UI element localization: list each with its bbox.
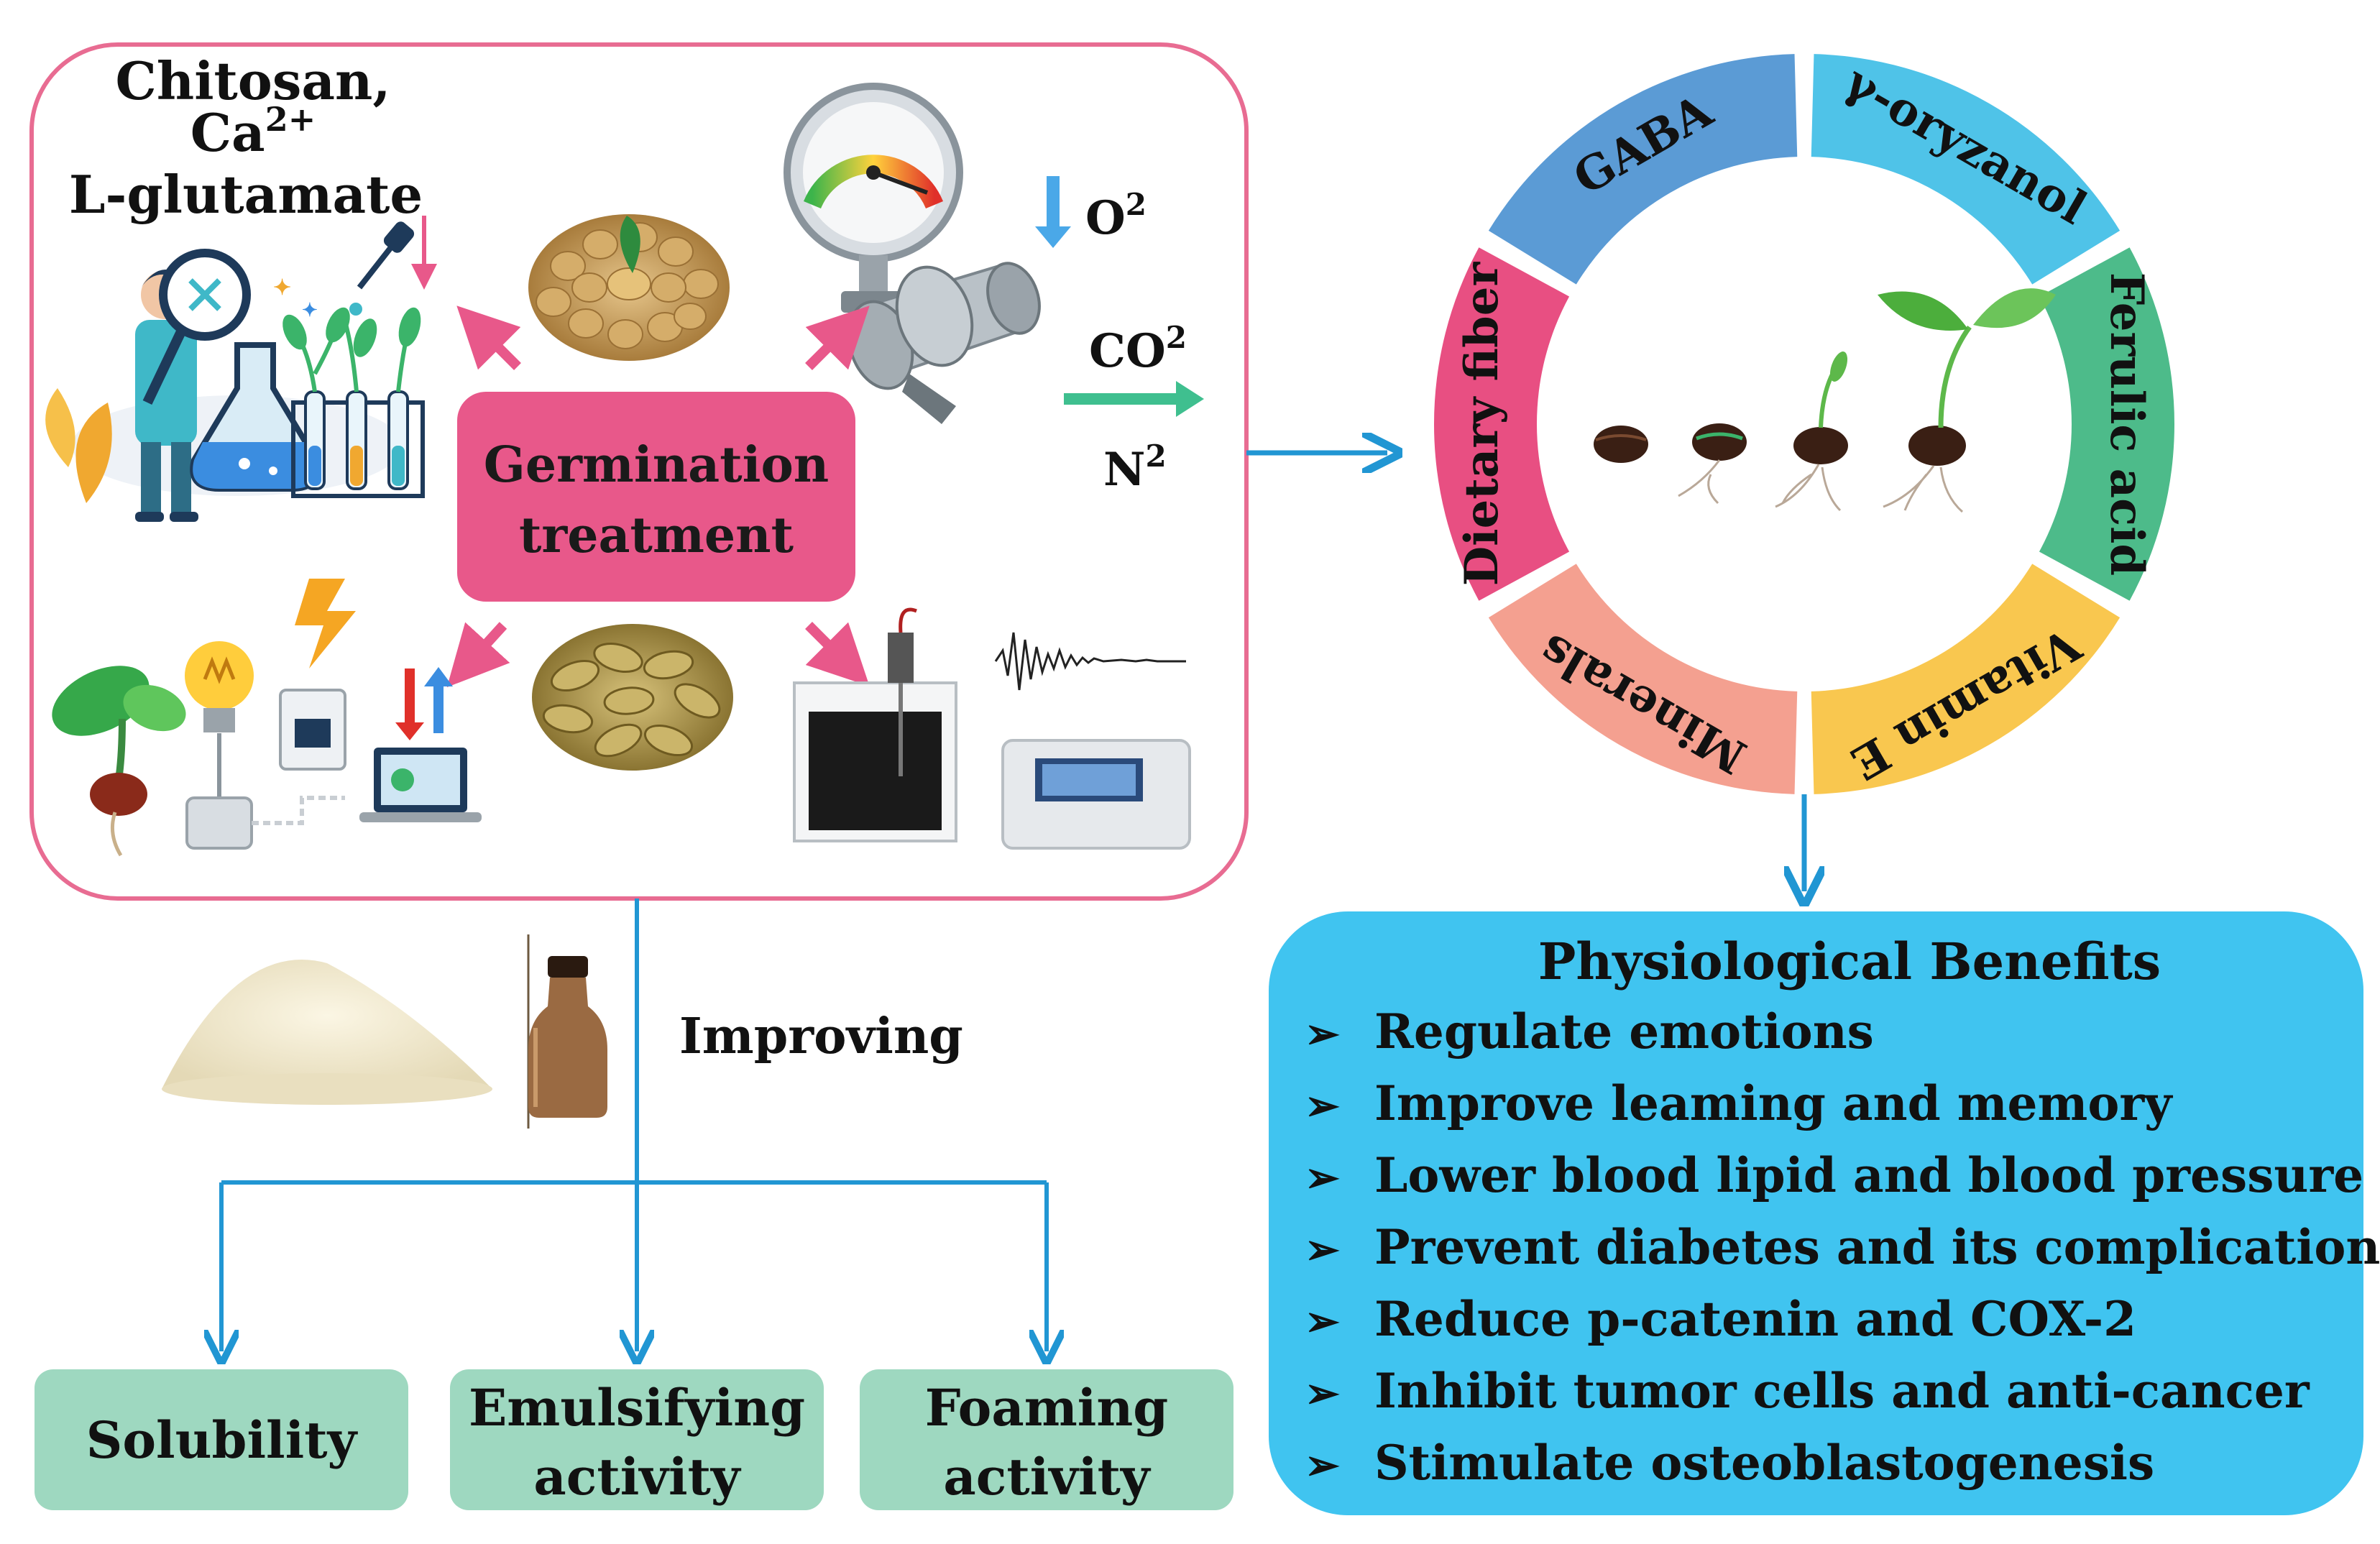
o2-label: O2 xyxy=(1085,187,1147,245)
benefit-item: Stimulate osteoblastogenesis xyxy=(1374,1435,2154,1491)
wheel-segment-2 xyxy=(1811,54,2121,285)
benefit-item: Prevent diabetes and its complications xyxy=(1374,1219,2380,1275)
improving-flow xyxy=(221,899,1047,1351)
wheel-segment-1 xyxy=(1488,54,1798,285)
pressure-gauge-valve-image xyxy=(784,83,1041,424)
wheel-label-6: Dietary fiber xyxy=(1455,261,1509,586)
o2-down-arrow-head xyxy=(1035,226,1071,248)
germinating-soybeans-image xyxy=(528,214,730,361)
germination-treatment-line2: treatment xyxy=(519,507,794,564)
germination-treatment-line1: Germination xyxy=(484,436,829,494)
property-label: activity xyxy=(943,1447,1152,1507)
property-box-2 xyxy=(450,1369,824,1510)
benefit-bullet: ➢ xyxy=(1305,1297,1340,1346)
svg-text:✦: ✦ xyxy=(273,275,291,300)
property-boxes: Solubility Emulsifying activity Foaming acti… xyxy=(35,1369,1233,1510)
n2-label: N2 xyxy=(1103,438,1167,497)
improving-label: Improving xyxy=(679,1008,963,1065)
benefit-item: Inhibit tumor cells and anti-cancer xyxy=(1374,1363,2310,1419)
sprouted-beans-image xyxy=(532,624,733,771)
benefits-title: Physiological Benefits xyxy=(1538,932,2161,991)
property-label: Foaming xyxy=(925,1378,1168,1438)
wheel-segment-6 xyxy=(1434,247,1570,601)
benefit-item: Improve leaming and memory xyxy=(1374,1075,2173,1131)
co2-label: CO2 xyxy=(1089,320,1187,378)
ultrasonic-waveform xyxy=(994,632,1186,691)
inducers-label: Chitosan, Ca2+ L-glutamate xyxy=(69,50,423,225)
property-box-1 xyxy=(35,1369,408,1510)
benefit-bullet: ➢ xyxy=(1305,1225,1340,1274)
ultrasonic-device-image xyxy=(793,607,1191,850)
wheel-segment-4 xyxy=(1811,564,2121,794)
inducer-calcium: Ca2+ xyxy=(190,100,316,163)
protein-powder-image xyxy=(162,960,492,1105)
benefit-item: Regulate emotions xyxy=(1374,1003,1874,1060)
wheel-label-3: Ferulic acid xyxy=(2100,272,2154,576)
benefits-list: ➢ Regulate emotions ➢ Improve leaming and m… xyxy=(1305,1003,2380,1491)
inducer-glutamate: L-glutamate xyxy=(69,164,423,225)
benefit-item: Reduce p-catenin and COX-2 xyxy=(1374,1291,2136,1347)
benefit-bullet: ➢ xyxy=(1305,1440,1340,1489)
lab-scientist-illustration: ✦ ✦ xyxy=(45,221,425,522)
benefit-bullet: ➢ xyxy=(1305,1153,1340,1202)
inducer-chitosan: Chitosan, xyxy=(116,50,391,111)
benefit-bullet: ➢ xyxy=(1305,1369,1340,1417)
co2-arrow-head xyxy=(1176,381,1204,417)
germination-treatment-box xyxy=(457,392,855,602)
seed-germination-stages-illustration xyxy=(1594,288,2056,513)
property-label: Solubility xyxy=(86,1410,359,1470)
wheel-segment-3 xyxy=(2039,247,2174,601)
property-box-3 xyxy=(860,1369,1233,1510)
treatment-arrows xyxy=(446,305,870,688)
electric-light-treatment-illustration xyxy=(52,579,482,857)
benefits-box xyxy=(1269,911,2363,1515)
benefit-bullet: ➢ xyxy=(1305,1009,1340,1058)
property-label: activity xyxy=(533,1447,742,1507)
svg-text:✦: ✦ xyxy=(302,300,318,321)
benefit-bullet: ➢ xyxy=(1305,1081,1340,1130)
property-label: Emulsifying xyxy=(469,1378,805,1438)
wheel-segment-5 xyxy=(1488,564,1798,794)
benefit-item: Lower blood lipid and blood pressure xyxy=(1374,1147,2363,1203)
beverage-bottle-image xyxy=(527,934,607,1129)
